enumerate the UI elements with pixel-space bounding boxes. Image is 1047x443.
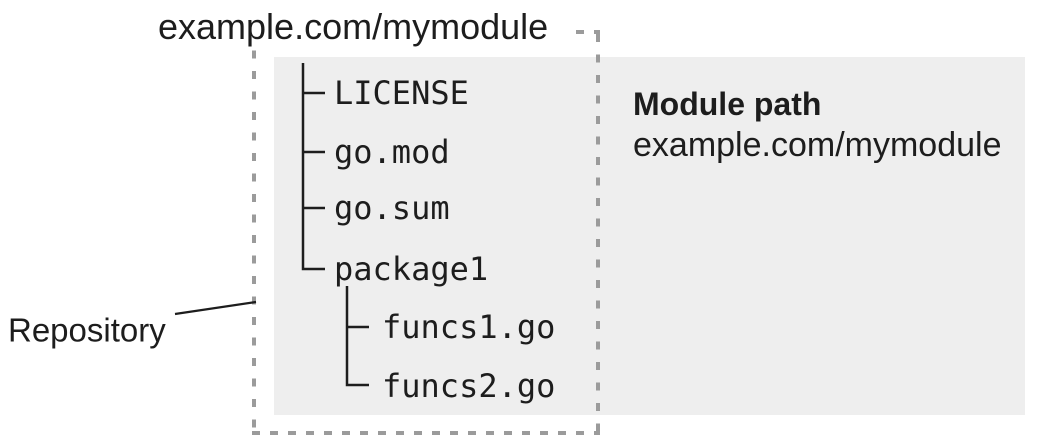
repository-pointer-line [174,300,257,316]
repository-label: Repository [8,311,166,349]
tree-item-license: LICENSE [334,74,469,112]
module-box [274,57,1025,415]
module-path-value: example.com/mymodule [633,126,1002,164]
tree-item-funcs2: funcs2.go [382,367,556,405]
module-path-heading: Module path [633,86,822,122]
tree-item-gosum: go.sum [334,189,450,227]
tree-connector-lines [301,63,369,387]
repository-url-title: example.com/mymodule [158,5,573,49]
tree-item-funcs1: funcs1.go [382,308,556,346]
tree-item-package1: package1 [334,250,489,288]
tree-item-gomod: go.mod [334,133,450,171]
